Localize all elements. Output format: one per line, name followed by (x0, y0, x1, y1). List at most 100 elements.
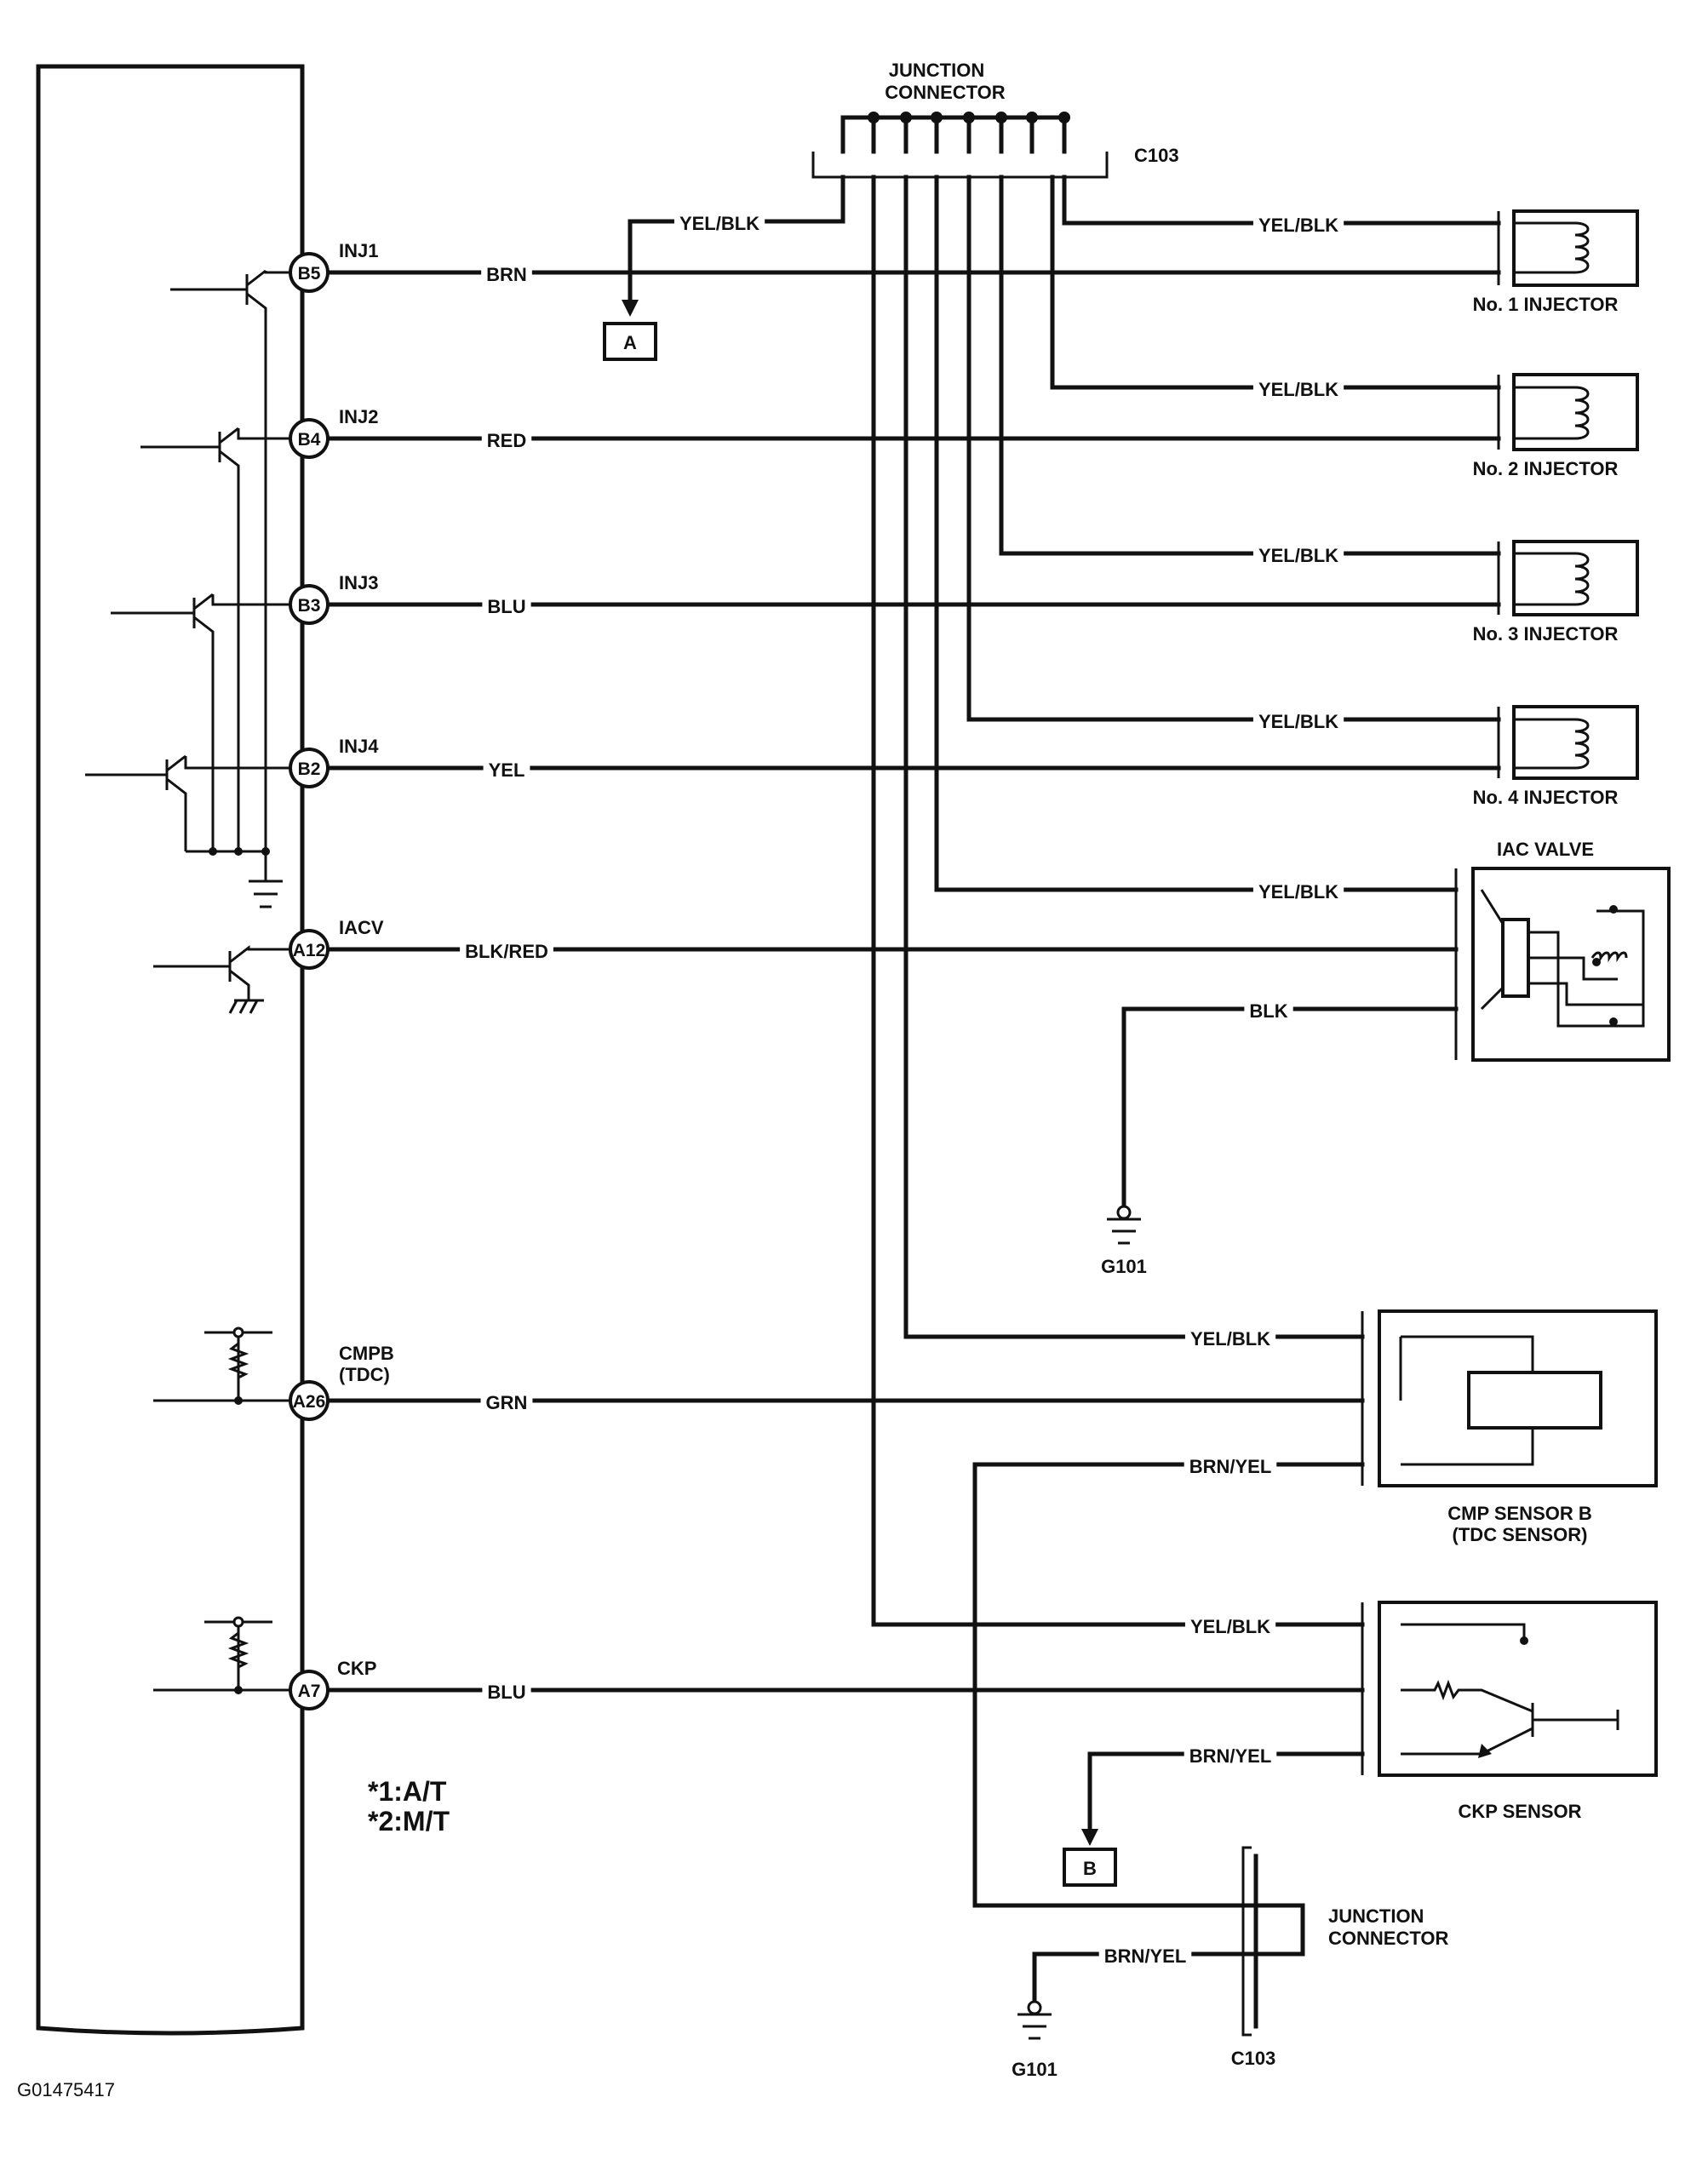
note-mt: *2:M/T (368, 1806, 450, 1837)
junction-top-label-1: JUNCTION (889, 60, 984, 81)
wire-label-bg (1184, 1744, 1277, 1768)
wire-label-bg (1184, 1614, 1276, 1639)
coil-icon (1574, 718, 1590, 770)
pin-a26 (289, 1380, 330, 1421)
iac-valve-circuit: BLK/RED YEL/BLK BLK G101 IAC VALVE (325, 175, 1671, 1277)
injector-4-circuit: YEL YEL/BLK (325, 175, 1501, 782)
injector-3-box: No. 3 INJECTOR (1473, 540, 1639, 645)
coil-icon (1591, 951, 1628, 963)
wire-label-bg (1252, 377, 1344, 402)
wire-label-bg (1252, 880, 1344, 904)
wire-yel-blk-iac: YEL/BLK (1258, 881, 1338, 902)
signal-inj3: INJ3 (339, 572, 378, 593)
arrow-down-icon (1081, 1829, 1098, 1846)
cmp-sensor-label-1: CMP SENSOR B (1447, 1503, 1592, 1524)
pin-b2 (289, 748, 330, 788)
wire-yel-blk-a: YEL/BLK (679, 213, 759, 234)
junction-top-code: C103 (1134, 145, 1179, 166)
cmp-sensor-label-2: (TDC SENSOR) (1453, 1524, 1588, 1545)
resistor-icon (227, 1631, 249, 1669)
junction-bottom-code: C103 (1231, 2048, 1276, 2069)
wire-blu: BLU (487, 596, 525, 617)
signal-ckp: CKP (337, 1658, 376, 1679)
coil-icon (1574, 552, 1590, 606)
wire-yel-blk-inj1: YEL/BLK (1258, 215, 1338, 236)
ground-icon (1017, 2013, 1052, 2040)
wire-brn-yel-g101: BRN/YEL (1104, 1945, 1187, 1967)
junction-bottom-label-2: CONNECTOR (1328, 1928, 1448, 1949)
wire-yel-blk-inj3: YEL/BLK (1258, 545, 1338, 566)
arrow-down-icon (622, 300, 639, 317)
wire-label-bg (1252, 709, 1344, 734)
wire-label-bg (480, 1390, 533, 1415)
figure-id: G01475417 (17, 2079, 115, 2100)
wire-brn: BRN (486, 264, 527, 285)
pin-a7-label: A7 (298, 1682, 321, 1701)
injector-1-box: No. 1 INJECTOR (1473, 209, 1639, 315)
wire-label-bg (1252, 213, 1344, 238)
wire-label-bg (483, 758, 530, 782)
note-at: *1:A/T (368, 1776, 447, 1807)
wire-label-bg (1184, 1327, 1276, 1351)
wire-label-bg (1184, 1454, 1277, 1479)
wire-yel-blk-cmp: YEL/BLK (1190, 1328, 1270, 1349)
iac-valve-label: IAC VALVE (1497, 839, 1594, 860)
wire-label-bg (673, 211, 765, 236)
signal-inj2: INJ2 (339, 406, 378, 427)
wire-yel-blk-ckp: YEL/BLK (1190, 1616, 1270, 1637)
pin-b2-label: B2 (298, 759, 321, 779)
injector-2-circuit: RED YEL/BLK (325, 175, 1501, 453)
wire-grn: GRN (486, 1392, 528, 1413)
wire-label-bg (1244, 999, 1293, 1023)
wire-brn-yel-cmp: BRN/YEL (1189, 1456, 1272, 1477)
junction-connector-bottom: BRN/YEL JUNCTION CONNECTOR C103 G101 (1012, 1846, 1448, 2080)
wire-label-bg (1098, 1944, 1192, 1968)
signal-inj4: INJ4 (339, 736, 379, 757)
injector-3-circuit: BLU YEL/BLK (325, 175, 1501, 619)
injector-drivers (85, 269, 328, 908)
pin-b4-label: B4 (298, 430, 321, 450)
wire-red: RED (487, 430, 526, 451)
signal-cmpb: CMPB (339, 1343, 394, 1364)
ref-box-a (603, 322, 657, 361)
signal-iacv: IACV (339, 917, 384, 938)
injector-2-label: No. 2 INJECTOR (1473, 458, 1619, 479)
wire-blu-ckp: BLU (487, 1682, 525, 1703)
injector-2-box: No. 2 INJECTOR (1473, 373, 1639, 479)
wire-label-bg (1252, 543, 1344, 568)
cmp-sensor-circuit: GRN YEL/BLK BRN/YEL CMP SENSOR B (TDC SE… (325, 175, 1658, 1908)
wire-yel: YEL (489, 759, 525, 781)
ref-b-label: B (1083, 1858, 1097, 1879)
g101-iac-label: G101 (1101, 1256, 1147, 1277)
ckp-sensor-circuit: B BLU YEL/BLK BRN/YEL CKP SENSOR (325, 175, 1658, 1887)
ckp-sensor-label: CKP SENSOR (1458, 1801, 1581, 1822)
pin-b3-label: B3 (298, 596, 321, 616)
resistor-icon (227, 1342, 249, 1379)
pin-a26-label: A26 (293, 1392, 326, 1412)
wire-label-bg (482, 1680, 531, 1705)
injector-4-label: No. 4 INJECTOR (1473, 787, 1619, 808)
coil-icon (1574, 221, 1590, 274)
pin-b4 (289, 418, 330, 459)
ground-icon (1107, 1218, 1141, 1245)
wire-yel-blk-inj4: YEL/BLK (1258, 711, 1338, 732)
ckp-input (153, 1616, 302, 1694)
pin-a12-label: A12 (293, 941, 326, 960)
injector-1-circuit: A YEL/BLK YEL/BLK BRN (325, 175, 1501, 361)
pin-b5-label: B5 (298, 264, 321, 284)
injector-3-label: No. 3 INJECTOR (1473, 623, 1619, 645)
ecm-pins: B5 INJ1 B4 INJ2 B3 INJ3 B2 INJ4 A12 IACV… (289, 240, 394, 1710)
junction-connector-top: JUNCTION CONNECTOR C103 (811, 60, 1179, 179)
g101-bottom-label: G101 (1012, 2059, 1057, 2080)
wire-brn-yel-ckp: BRN/YEL (1189, 1745, 1272, 1767)
pin-a7 (289, 1670, 330, 1710)
ecm-body (36, 64, 305, 2036)
ground-icon (249, 880, 283, 908)
wire-yel-blk-inj2: YEL/BLK (1258, 379, 1338, 400)
iac-driver (153, 944, 328, 1014)
wire-label-bg (481, 262, 532, 287)
injector-1-label: No. 1 INJECTOR (1473, 294, 1619, 315)
signal-inj1: INJ1 (339, 240, 378, 261)
wire-label-bg (481, 428, 532, 453)
